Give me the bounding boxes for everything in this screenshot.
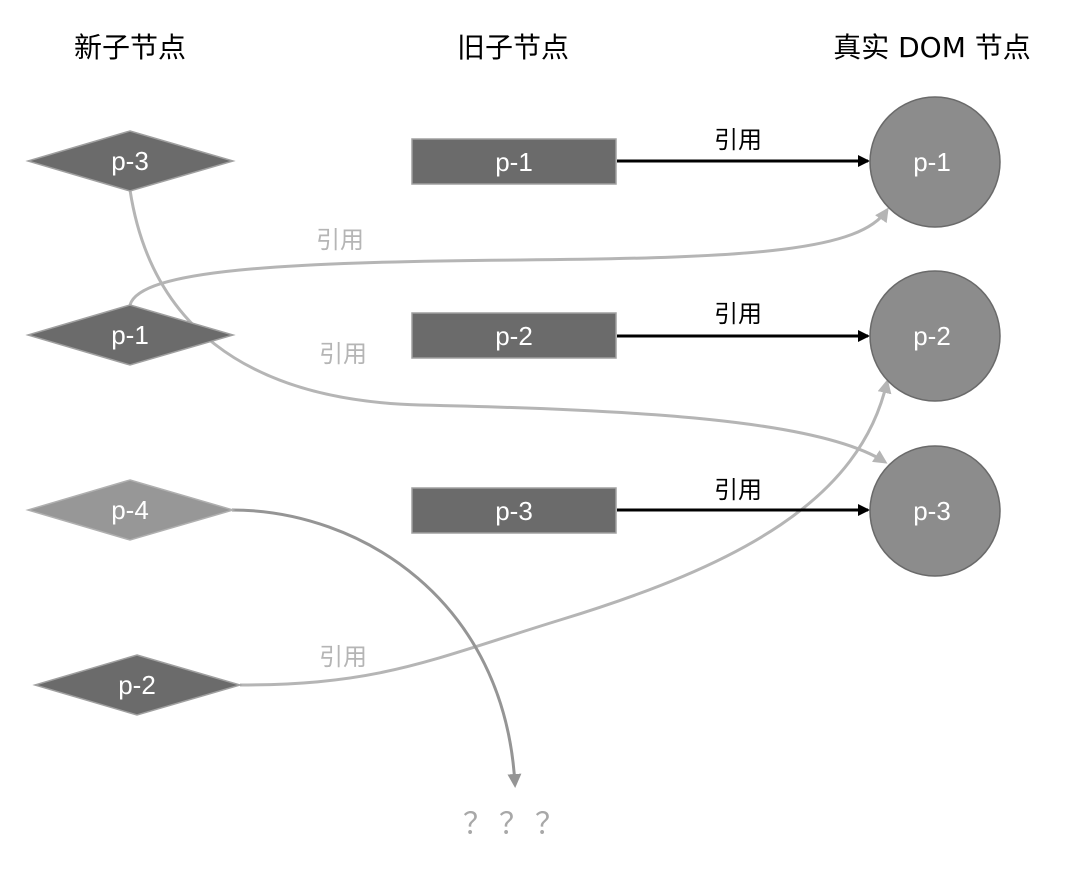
dom-node-label: p-2 <box>913 321 951 351</box>
dom-node-p3: p-3 <box>869 445 1001 577</box>
edge-new-p4-to-unknown <box>231 508 522 788</box>
edge-label-old-p1: 引用 <box>714 126 762 154</box>
edge-new-p2-to-dom-p2 <box>239 379 892 687</box>
edge-label-new-p1: 引用 <box>316 226 364 254</box>
old-node-p2: p-2 <box>411 312 617 359</box>
edge-label-old-p3: 引用 <box>714 476 762 504</box>
new-node-label: p-2 <box>118 670 156 700</box>
new-node-label: p-3 <box>111 146 149 176</box>
header-real-dom: 真实 DOM 节点 <box>833 31 1031 64</box>
new-node-p4: p-4 <box>25 479 236 541</box>
edge-new-p1-to-dom-p1 <box>128 207 889 306</box>
edge-new-p3-to-dom-p3 <box>128 189 888 464</box>
new-node-p3: p-3 <box>25 130 236 192</box>
dom-node-p2: p-2 <box>869 270 1001 402</box>
old-node-label: p-3 <box>495 496 533 526</box>
new-node-p1: p-1 <box>25 304 236 366</box>
dom-node-label: p-1 <box>913 147 951 177</box>
header-old-children: 旧子节点 <box>457 31 569 64</box>
old-node-p3: p-3 <box>411 487 617 534</box>
new-node-label: p-1 <box>111 320 149 350</box>
new-node-p2: p-2 <box>32 654 243 716</box>
dom-node-p1: p-1 <box>869 96 1001 228</box>
header-new-children: 新子节点 <box>74 31 186 64</box>
old-node-label: p-2 <box>495 321 533 351</box>
old-node-p1: p-1 <box>411 138 617 185</box>
dom-node-label: p-3 <box>913 496 951 526</box>
unknown-target: ？？？ <box>463 807 571 842</box>
edge-label-old-p2: 引用 <box>714 300 762 328</box>
edge-label-new-p2: 引用 <box>319 643 367 671</box>
new-node-label: p-4 <box>111 495 149 525</box>
edge-label-new-p3: 引用 <box>319 340 367 368</box>
old-node-label: p-1 <box>495 147 533 177</box>
